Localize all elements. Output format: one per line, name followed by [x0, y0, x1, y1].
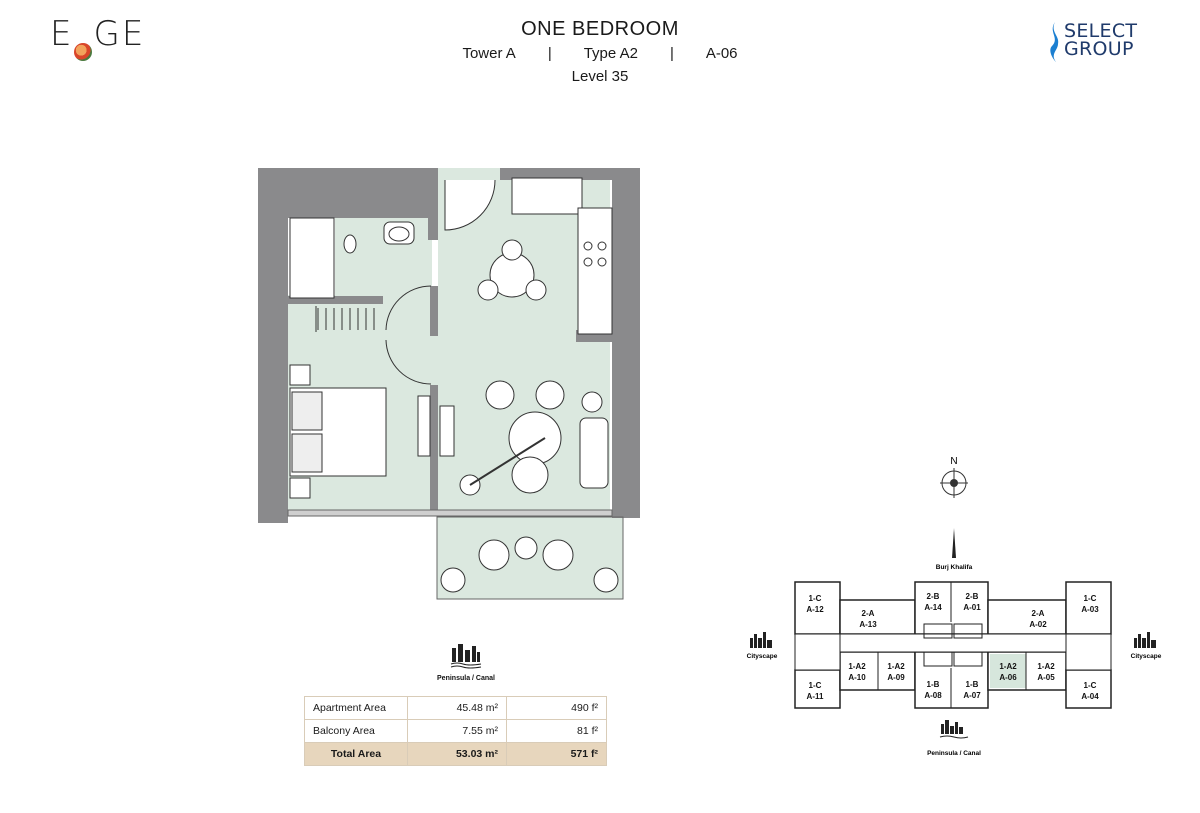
- unit-type: 2-A: [1032, 609, 1045, 618]
- plan-view-indicator: Peninsula / Canal: [436, 640, 496, 682]
- right-wall: [612, 168, 640, 518]
- total-sqft: 571 f²: [506, 742, 607, 766]
- water-icon: [939, 735, 969, 739]
- area-sqm: 45.48 m²: [407, 696, 507, 720]
- unit-id: A-05: [1037, 673, 1055, 682]
- plan-view-label: Peninsula / Canal: [437, 675, 495, 682]
- left-wall: [258, 168, 288, 523]
- edge-logo-dot-icon: D: [74, 43, 93, 61]
- left-cityscape-icon: [750, 632, 772, 648]
- unit-id: A-06: [999, 673, 1017, 682]
- floor-plan: [258, 168, 640, 600]
- separator: |: [669, 45, 674, 62]
- table-row: Apartment Area 45.48 m² 490 f²: [304, 696, 607, 720]
- unit-id: A-07: [963, 691, 981, 700]
- unit-type: 1-C: [809, 681, 822, 690]
- area-sqm: 7.55 m²: [407, 719, 507, 743]
- unit-type: 1-A2: [848, 662, 866, 671]
- select-group-logo: SELECT GROUP: [1046, 22, 1166, 62]
- tower-label: Tower A: [462, 45, 516, 62]
- unit-id: A-10: [848, 673, 866, 682]
- type-label: Type A2: [583, 45, 638, 62]
- page-title: ONE BEDROOM: [521, 18, 679, 40]
- bottom-skyline-icon: [941, 720, 963, 734]
- unit-info-row: Tower A | Type A2 | A-06: [420, 45, 780, 62]
- unit-type: 1-A2: [1037, 662, 1055, 671]
- unit-id: A-14: [924, 603, 942, 612]
- unit-type: 1-C: [809, 594, 822, 603]
- right-cityscape-icon: [1134, 632, 1156, 648]
- unit-type: 1-A2: [887, 662, 905, 671]
- edge-logo: EDGE: [50, 14, 145, 61]
- unit-id: A-08: [924, 691, 942, 700]
- flame-icon: [1050, 22, 1059, 62]
- bath-wall: [288, 296, 383, 304]
- north-compass-icon: [940, 468, 968, 498]
- area-sqft: 490 f²: [506, 696, 607, 720]
- unit-id: A-02: [1029, 620, 1047, 629]
- total-label: Total Area: [304, 742, 408, 766]
- area-sqft: 81 f²: [506, 719, 607, 743]
- table-row: Balcony Area 7.55 m² 81 f²: [304, 719, 607, 743]
- right-view-label: Cityscape: [1131, 653, 1162, 660]
- level-label: Level 35: [571, 68, 629, 85]
- partition-wall: [430, 385, 438, 515]
- unit-type: 2-B: [927, 592, 940, 601]
- unit-type: 1-C: [1084, 681, 1097, 690]
- unit-label: A-06: [705, 45, 738, 62]
- unit-id: A-09: [887, 673, 905, 682]
- unit-id: A-12: [806, 605, 824, 614]
- unit-type: 2-A: [862, 609, 875, 618]
- north-label: N: [950, 456, 957, 467]
- top-landmark-label: Burj Khalifa: [936, 564, 973, 571]
- unit-id: A-01: [963, 603, 981, 612]
- unit-id: A-13: [859, 620, 877, 629]
- page-header: ONE BEDROOM Tower A | Type A2 | A-06 Lev…: [420, 18, 780, 85]
- unit-id: A-03: [1081, 605, 1099, 614]
- unit-type: 2-B: [966, 592, 979, 601]
- burj-khalifa-icon: [952, 528, 956, 558]
- unit-type: 1-C: [1084, 594, 1097, 603]
- skyline-icon: [450, 644, 482, 669]
- area-label: Apartment Area: [304, 696, 408, 720]
- left-view-label: Cityscape: [747, 653, 778, 660]
- area-label: Balcony Area: [304, 719, 408, 743]
- unit-id: A-04: [1081, 692, 1099, 701]
- table-row-total: Total Area 53.03 m² 571 f²: [304, 742, 607, 766]
- top-wall-left: [258, 168, 428, 218]
- bottom-view-label: Peninsula / Canal: [927, 750, 981, 757]
- separator: |: [547, 45, 552, 62]
- area-table: Apartment Area 45.48 m² 490 f² Balcony A…: [304, 696, 607, 766]
- unit-type: 1-A2: [999, 662, 1017, 671]
- highlight-unit: [990, 654, 1026, 688]
- unit-id: A-11: [807, 692, 824, 701]
- key-plan: N Burj Khalifa 1-C A-12 2-A A-13 2-B A-1…: [747, 456, 1162, 757]
- total-sqm: 53.03 m²: [407, 742, 507, 766]
- unit-type: 1-B: [966, 680, 979, 689]
- unit-type: 1-B: [927, 680, 940, 689]
- top-wall-right: [500, 168, 640, 180]
